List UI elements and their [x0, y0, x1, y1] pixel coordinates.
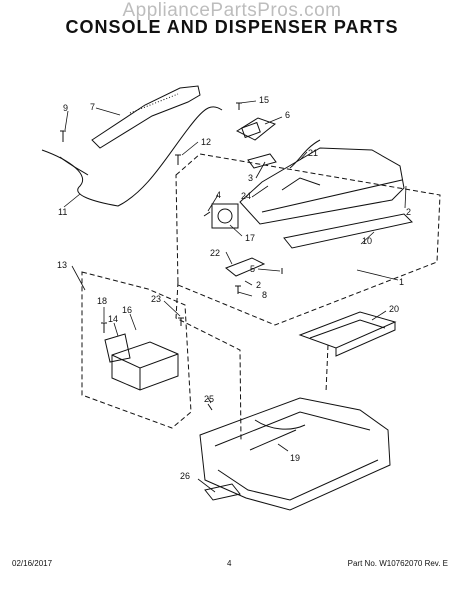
callout-label: 17 — [245, 233, 255, 243]
callout-label: 3 — [248, 173, 253, 183]
footer-date: 02/16/2017 — [12, 559, 53, 568]
motor-control-unit — [111, 341, 179, 391]
callout-label: 19 — [290, 453, 300, 463]
callout-label: 6 — [285, 110, 290, 120]
callout-label: 12 — [201, 137, 211, 147]
callout-label: 7 — [90, 102, 95, 112]
cabinet-top — [199, 397, 391, 511]
callout-label: 8 — [262, 290, 267, 300]
label-plate — [204, 483, 241, 501]
callout-label: 16 — [122, 305, 132, 315]
dispenser-dashes — [325, 344, 329, 393]
callout-label: 4 — [216, 190, 221, 200]
console-body — [239, 147, 405, 225]
callout-labels: 9 7 15 6 12 3 21 24 2 4 1 10 17 22 5 2 8… — [57, 95, 411, 481]
control-group-outline — [81, 271, 192, 429]
switch-bracket — [225, 257, 266, 277]
callout-label: 15 — [259, 95, 269, 105]
watermark: AppliancePartsPros.com — [122, 0, 342, 21]
callout-label: 10 — [362, 236, 372, 246]
connector-dashes — [175, 281, 242, 441]
screws — [60, 102, 283, 411]
leader-lines — [63, 100, 407, 493]
lid-switch — [247, 153, 277, 169]
callout-label: 23 — [151, 294, 161, 304]
callout-label: 11 — [58, 207, 67, 217]
callout-label: 20 — [389, 304, 399, 314]
callout-label: 26 — [180, 471, 190, 481]
wire-harness — [289, 139, 321, 169]
console-panel — [283, 213, 414, 249]
callout-label: 25 — [204, 394, 214, 404]
footer-part-number: Part No. W10762070 Rev. E — [347, 559, 448, 568]
dispenser-drawer — [298, 311, 397, 349]
cycle-selector — [211, 203, 239, 229]
power-cord — [41, 106, 223, 207]
console-trim — [91, 85, 201, 149]
callout-label: 2 — [406, 207, 411, 217]
callout-label: 18 — [97, 296, 107, 306]
footer-page-number: 4 — [227, 559, 232, 568]
control-bracket — [104, 333, 131, 363]
callout-label: 5 — [250, 264, 255, 274]
callout-label: 9 — [63, 103, 68, 113]
callout-label: 14 — [108, 314, 118, 324]
control-board — [235, 117, 277, 141]
callout-label: 1 — [399, 277, 404, 287]
console-group-outline — [175, 153, 441, 326]
callout-label: 22 — [210, 248, 220, 258]
callout-label: 13 — [57, 260, 67, 270]
hinge-rod — [249, 429, 297, 451]
callout-label: 24 — [241, 191, 251, 201]
callout-label: 2 — [256, 280, 261, 290]
page-title: CONSOLE AND DISPENSER PARTS — [65, 17, 399, 37]
callout-label: 21 — [308, 148, 318, 158]
